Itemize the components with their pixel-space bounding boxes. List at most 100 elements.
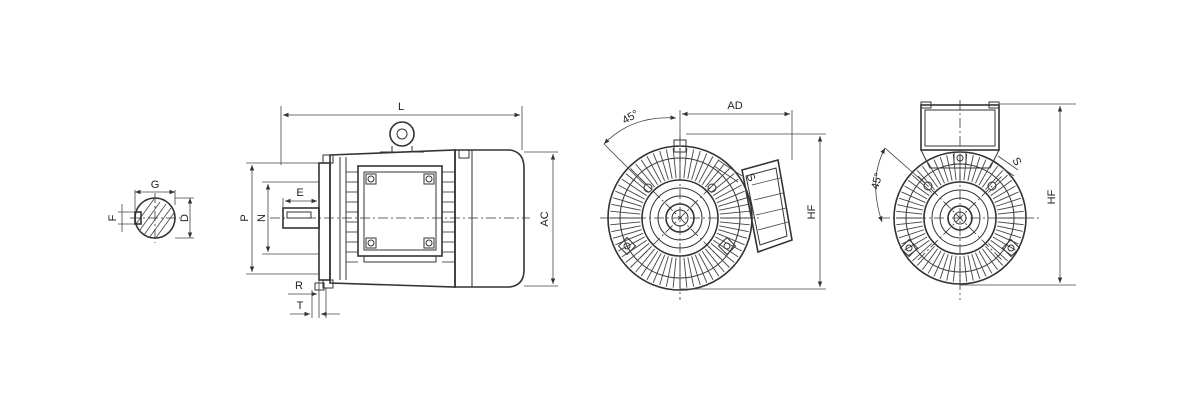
cooling-fin	[967, 255, 974, 281]
S-label-b: S	[1009, 156, 1023, 168]
cooling-fin	[946, 155, 953, 181]
cooling-fin	[715, 184, 742, 200]
cooling-fin	[896, 210, 923, 215]
cooling-fin	[898, 229, 924, 239]
cooling-fin	[933, 252, 945, 277]
dim-E-label: E	[296, 187, 303, 199]
cooling-fin	[683, 257, 688, 288]
fan-cover	[454, 149, 525, 288]
cooling-fin	[904, 236, 928, 251]
cooling-fin	[939, 254, 949, 280]
angle-arc-a	[603, 115, 677, 145]
cooling-fin	[996, 197, 1022, 207]
terminal-box	[357, 165, 443, 257]
cooling-fin	[635, 163, 655, 188]
cooling-fin	[985, 245, 1004, 266]
cooling-fin	[621, 178, 647, 197]
cooling-fin	[713, 178, 739, 197]
angle-label-a: 45°	[620, 108, 640, 127]
dim-T-label: T	[297, 300, 304, 312]
cooling-fin	[994, 233, 1019, 245]
cooling-fin	[939, 156, 949, 182]
cooling-fin	[710, 243, 735, 263]
cooling-fin	[705, 248, 725, 273]
cooling-fin	[981, 165, 998, 188]
dim-AC-label: AC	[539, 211, 551, 226]
cooling-fin	[907, 180, 930, 197]
dim-AD-label: AD	[727, 100, 742, 112]
cooling-fin	[665, 257, 673, 287]
cooling-fin	[927, 162, 942, 186]
cooling-fin	[640, 251, 659, 277]
dim-HF-label-a: HF	[806, 204, 818, 219]
cooling-fin	[665, 149, 673, 179]
cooling-fin	[992, 236, 1016, 251]
cooling-fin	[716, 190, 745, 204]
dim-D-label: D	[179, 214, 191, 222]
cooling-fin	[659, 256, 669, 286]
cooling-fin	[701, 159, 720, 185]
cooling-fin	[718, 229, 748, 239]
body-fins	[346, 171, 455, 263]
cooling-fin	[701, 251, 720, 277]
cooling-fin	[635, 248, 655, 273]
cooling-fin	[997, 210, 1024, 215]
cooling-fin	[912, 243, 933, 262]
cooling-fin	[922, 248, 939, 271]
cooling-fin	[612, 229, 642, 239]
cooling-fins-a	[610, 148, 750, 288]
cooling-fin	[975, 252, 987, 277]
flange	[318, 162, 331, 281]
cooling-fin	[896, 221, 923, 226]
dim-F-label: F	[107, 214, 119, 221]
cooling-fin	[691, 150, 701, 180]
lifting-eye	[389, 121, 415, 147]
cooling-fin	[898, 197, 924, 207]
cooling-fin	[952, 255, 957, 282]
cooling-fin	[640, 159, 659, 185]
cooling-fin	[652, 153, 666, 182]
motor-front-view-a: 45° AD S HF	[600, 100, 826, 300]
cooling-fin	[992, 185, 1016, 200]
cooling-fin	[646, 156, 662, 183]
cooling-fin	[901, 191, 926, 203]
mount-holes-a	[617, 183, 737, 256]
dim-G-label: G	[151, 179, 160, 191]
cooling-fin	[719, 210, 750, 215]
cooling-fin	[967, 155, 974, 181]
cooling-fin	[916, 245, 935, 266]
cooling-fin	[705, 163, 725, 188]
angled-terminal-box	[741, 158, 793, 254]
cooling-fin	[618, 184, 645, 200]
cooling-fin	[997, 225, 1023, 232]
motor-side-view: L	[239, 101, 558, 318]
cooling-fin	[625, 243, 650, 263]
cooling-fin	[981, 248, 998, 271]
cooling-fin	[716, 232, 745, 246]
cooling-fin	[719, 225, 749, 233]
cooling-fin	[652, 254, 666, 283]
cooling-fin	[694, 153, 708, 182]
cooling-fin	[625, 173, 650, 193]
cooling-fin	[691, 256, 701, 286]
cooling-fin	[978, 162, 993, 186]
cooling-fin	[646, 253, 662, 280]
motor-front-view-b: 45° S HF	[869, 100, 1076, 300]
cooling-fin	[698, 156, 714, 183]
cooling-fin	[897, 204, 923, 211]
cooling-fin	[672, 257, 677, 288]
cooling-fin	[719, 203, 749, 211]
cooling-fin	[901, 233, 926, 245]
cooling-fin	[963, 255, 968, 282]
shaft-section-view: G F D	[107, 179, 194, 243]
cooling-fin	[927, 250, 942, 274]
cooling-fin	[687, 257, 695, 287]
cooling-fin	[610, 221, 641, 226]
dim-R-label: R	[295, 280, 303, 292]
dim-HF-label-b: HF	[1046, 189, 1058, 204]
cooling-fin	[987, 243, 1008, 262]
cooling-fin	[611, 203, 641, 211]
cooling-fin	[996, 229, 1022, 239]
cooling-fin	[687, 149, 695, 179]
